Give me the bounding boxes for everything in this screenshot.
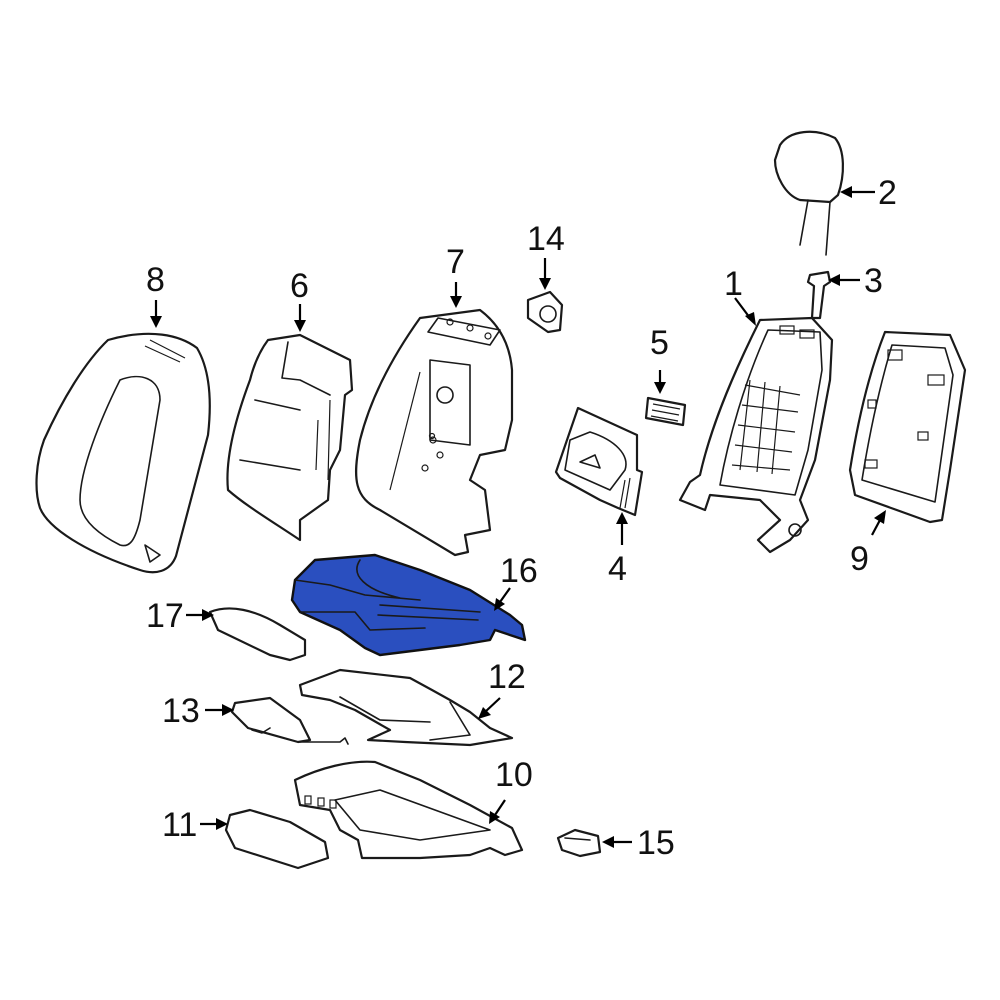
callout-14: 14: [527, 220, 565, 258]
part-2-headrest[interactable]: [773, 130, 844, 256]
leader-arrows: [150, 186, 886, 848]
callout-9: 9: [850, 540, 869, 578]
callout-4: 4: [608, 550, 627, 588]
callout-15: 15: [637, 824, 675, 862]
callout-16: 16: [500, 552, 538, 590]
callout-11: 11: [162, 806, 197, 844]
callout-12: 12: [488, 658, 526, 696]
part-8-seat-back-cover[interactable]: [35, 332, 211, 574]
part-1-backrest-frame[interactable]: [678, 316, 834, 554]
part-5-connector[interactable]: [644, 396, 687, 427]
callout-8: 8: [146, 261, 165, 299]
part-16-seat-cushion-cover[interactable]: [290, 553, 527, 657]
part-9-rear-panel[interactable]: [848, 330, 967, 524]
callout-10: 10: [495, 756, 533, 794]
callout-13: 13: [162, 692, 200, 730]
part-12-cushion-pad[interactable]: [298, 668, 514, 747]
callout-5: 5: [650, 324, 669, 362]
part-7-backrest-foam[interactable]: [354, 308, 514, 557]
part-11-side-pad[interactable]: [224, 808, 330, 870]
callout-3: 3: [864, 262, 883, 300]
callout-17: 17: [146, 597, 184, 635]
part-17-side-trim[interactable]: [208, 607, 307, 662]
callout-6: 6: [290, 267, 309, 305]
part-13-heating-element[interactable]: [230, 696, 349, 745]
callout-7: 7: [446, 243, 465, 281]
part-14-clip[interactable]: [526, 290, 564, 334]
part-15-switch[interactable]: [556, 828, 602, 858]
part-10-cushion-frame[interactable]: [293, 760, 524, 860]
part-3-guide-sleeve[interactable]: [806, 270, 832, 320]
callout-2: 2: [878, 174, 897, 212]
callout-labels: 1 2 3 4 5 6 7 8 9 10 11 12 13 14 15 16 1…: [146, 174, 897, 862]
part-4-lumbar-panel[interactable]: [554, 406, 644, 517]
callout-1: 1: [724, 265, 743, 303]
part-6-backrest-pad[interactable]: [226, 333, 354, 542]
